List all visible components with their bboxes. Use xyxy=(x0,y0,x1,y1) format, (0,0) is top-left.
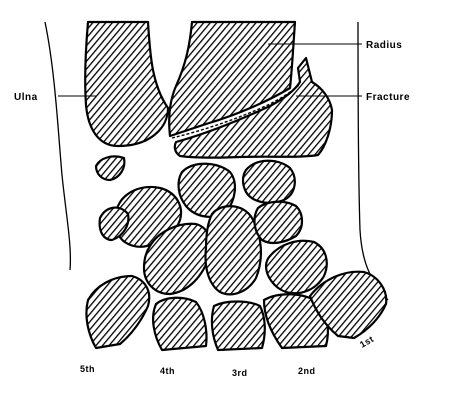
carpal-hamate xyxy=(142,222,212,296)
ulna-label: Ulna xyxy=(14,92,38,103)
carpal-trapezoid xyxy=(253,200,304,245)
carpal-scaphoid xyxy=(241,159,296,204)
radius-distal-fragment xyxy=(173,56,334,159)
carpal-pisiform xyxy=(98,206,130,242)
metacarpal-first-label: 1st xyxy=(358,334,376,350)
radius-label: Radius xyxy=(366,40,402,51)
metacarpal-first xyxy=(308,270,388,340)
ulnar-styloid-fragment xyxy=(94,155,126,182)
skin-outline-left xyxy=(44,21,72,271)
metacarpal-second-label: 2nd xyxy=(298,366,316,376)
fracture-line xyxy=(171,83,301,139)
carpal-trapezium xyxy=(264,239,328,295)
metacarpal-fourth xyxy=(152,296,208,352)
skin-outline-right xyxy=(357,21,389,301)
ulna-bone xyxy=(84,20,170,148)
metacarpal-fifth-label: 5th xyxy=(80,364,95,374)
fracture-label: Fracture xyxy=(366,92,410,103)
metacarpal-fifth xyxy=(85,274,151,350)
metacarpal-fourth-label: 4th xyxy=(160,366,175,376)
metacarpal-third xyxy=(210,300,266,352)
radius-bone xyxy=(168,20,297,138)
metacarpal-third-label: 3rd xyxy=(232,368,248,378)
carpal-capitate xyxy=(204,205,263,296)
